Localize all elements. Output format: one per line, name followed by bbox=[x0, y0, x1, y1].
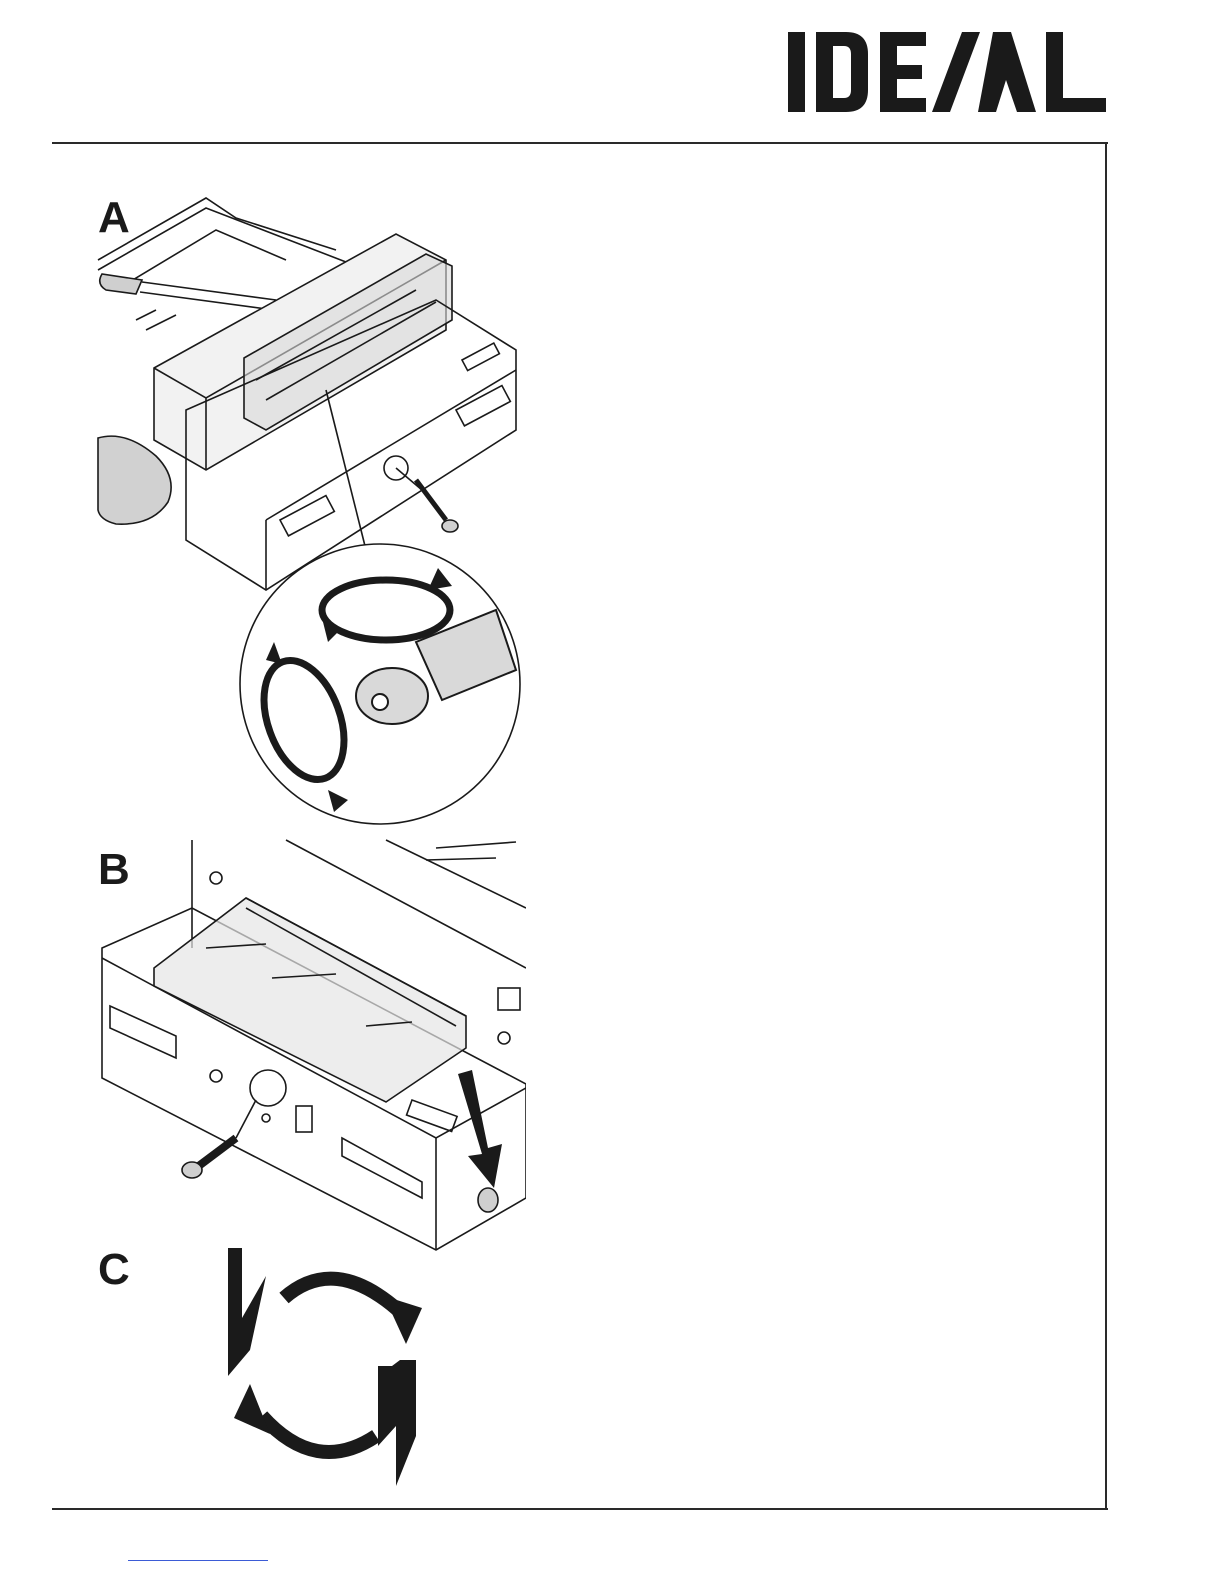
blade-rotation-symbol-icon bbox=[206, 1240, 452, 1488]
bottom-rule bbox=[52, 1508, 1108, 1510]
footer-link[interactable] bbox=[128, 1560, 268, 1561]
top-rule bbox=[52, 142, 1108, 144]
cutter-front-knob-illustration-icon bbox=[96, 838, 526, 1256]
ideal-logo bbox=[784, 28, 1110, 116]
right-rule bbox=[1105, 142, 1107, 1510]
cutter-blade-adjustment-illustration-icon bbox=[96, 190, 526, 830]
